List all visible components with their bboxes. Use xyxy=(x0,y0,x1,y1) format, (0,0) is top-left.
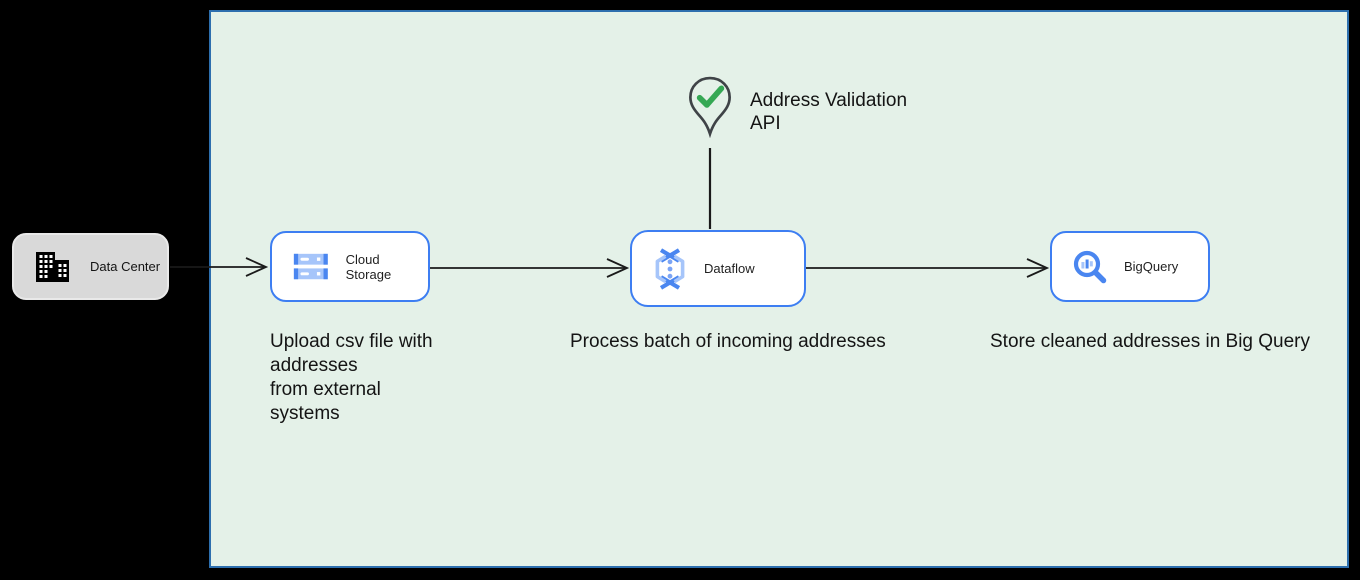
cloud-storage-icon xyxy=(293,253,328,279)
address-validation-label: Address Validation API xyxy=(750,90,908,134)
cloud-storage-note: Upload csv file with addresses from exte… xyxy=(270,331,433,424)
node-label: Dataflow xyxy=(704,261,755,276)
node-bigquery[interactable]: BigQuery xyxy=(1050,231,1210,302)
node-dataflow[interactable]: Dataflow xyxy=(630,230,806,307)
building-icon xyxy=(36,251,69,282)
node-cloud-storage[interactable]: Cloud Storage xyxy=(270,231,430,302)
node-address-validation[interactable] xyxy=(687,76,733,143)
node-label: Cloud Storage xyxy=(345,251,392,282)
bigquery-icon xyxy=(1073,250,1107,283)
node-label: Data Center xyxy=(90,259,161,274)
dataflow-note: Process batch of incoming addresses xyxy=(570,331,886,352)
dataflow-icon xyxy=(655,247,685,290)
node-data-center[interactable]: Data Center xyxy=(12,233,169,300)
node-label: BigQuery xyxy=(1124,259,1179,274)
map-pin-check-icon xyxy=(689,76,731,139)
bigquery-note: Store cleaned addresses in Big Query xyxy=(990,331,1311,352)
